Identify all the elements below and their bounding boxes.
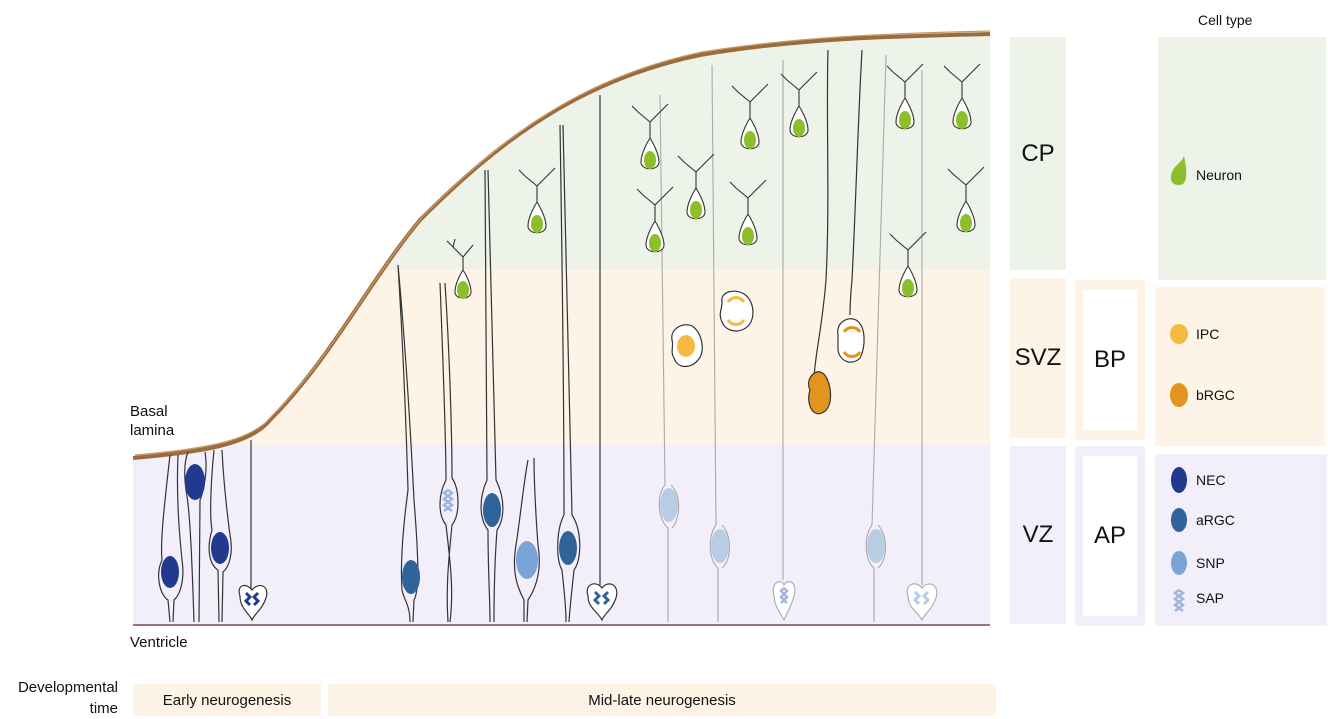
legend-item-ipc: IPC <box>1196 326 1220 342</box>
legend-item-argc: aRGC <box>1196 512 1235 528</box>
legend-item-snp: SNP <box>1196 555 1225 571</box>
timeline-early-label: Early neurogenesis <box>162 691 292 709</box>
cortex-diagram <box>132 30 991 626</box>
brgc-swatch-icon <box>1170 383 1188 407</box>
timeline-early: Early neurogenesis <box>133 684 321 716</box>
legend-title: Cell type <box>1198 12 1253 28</box>
ipc-cells <box>671 290 754 368</box>
zone-svz-label: SVZ <box>1014 344 1062 371</box>
zone-vz-label: VZ <box>1022 521 1054 548</box>
bp-group-box: BP <box>1075 280 1145 440</box>
basal-lamina-label: Basal lamina <box>130 403 175 439</box>
tissue-zones <box>133 34 990 625</box>
argc-swatch-icon <box>1171 508 1187 532</box>
legend-swatches <box>1170 156 1188 612</box>
ap-group-box: AP <box>1075 446 1145 626</box>
nec-swatch-icon <box>1171 467 1187 493</box>
legend-item-sap: SAP <box>1196 590 1225 606</box>
brgc-cells <box>808 49 865 415</box>
bp-label: BP <box>1093 346 1126 373</box>
timeline-mid-late-label: Mid-late neurogenesis <box>588 691 736 709</box>
developmental-time-label: Developmental time <box>17 679 118 717</box>
basal-lamina-line <box>132 32 991 460</box>
svz-zone <box>133 270 990 445</box>
ventricle-label: Ventricle <box>130 634 188 651</box>
mid-progenitors <box>397 95 618 623</box>
ipc-swatch-icon <box>1170 324 1188 344</box>
early-progenitors <box>158 440 268 623</box>
neuron-swatch-icon <box>1170 156 1187 185</box>
zone-cp-box: CP <box>1010 37 1066 270</box>
vz-zone <box>133 445 990 625</box>
timeline-mid-late: Mid-late neurogenesis <box>328 684 996 716</box>
zone-cp-label: CP <box>1021 139 1055 167</box>
legend-item-brgc: bRGC <box>1196 387 1235 403</box>
legend-bp-box <box>1155 287 1325 446</box>
zone-svz-box: SVZ <box>1010 278 1066 438</box>
legend-item-nec: NEC <box>1196 472 1226 488</box>
late-progenitors <box>658 54 938 622</box>
cp-zone <box>133 34 990 270</box>
snp-swatch-icon <box>1171 551 1187 575</box>
legend-neuron-box <box>1158 37 1326 280</box>
neurons <box>446 63 985 299</box>
legend-item-neuron: Neuron <box>1196 167 1242 183</box>
sap-swatch-icon <box>1172 589 1186 612</box>
zone-vz-box: VZ <box>1010 446 1066 624</box>
ap-label: AP <box>1093 522 1126 549</box>
